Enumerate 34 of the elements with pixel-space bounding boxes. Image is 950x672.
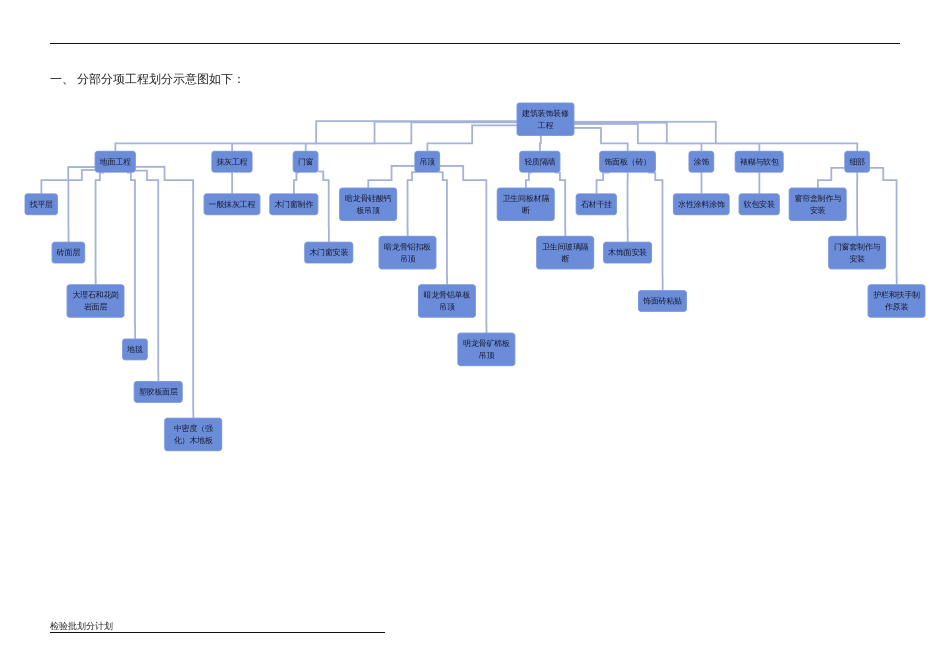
connector [870,166,898,286]
connector [40,166,96,195]
connector [94,172,104,286]
connector [539,135,542,152]
heading: 一、 分部分项工程划分示意图如下： [50,71,245,88]
footer-text: 检验批划分计划 [50,620,113,633]
connector [574,120,858,152]
connector [438,171,448,286]
connector [293,172,300,195]
connector [426,124,518,152]
connector [67,169,96,244]
connector [231,120,518,152]
connector [318,170,330,244]
connector [525,172,532,190]
connector [574,122,760,152]
connector [700,172,702,195]
connector [626,172,629,244]
connector [367,165,415,190]
connector [136,170,160,382]
connector [136,166,194,420]
connector [304,122,518,152]
connector [816,166,845,190]
connector [126,172,136,340]
connector [574,127,629,152]
connector [758,172,760,195]
connector [406,171,417,238]
connector [440,165,488,334]
connector [231,172,234,195]
connector [554,172,566,238]
connector [596,172,610,195]
connector [648,172,664,292]
connector [114,120,518,152]
connector [856,172,858,238]
connector [574,123,702,152]
